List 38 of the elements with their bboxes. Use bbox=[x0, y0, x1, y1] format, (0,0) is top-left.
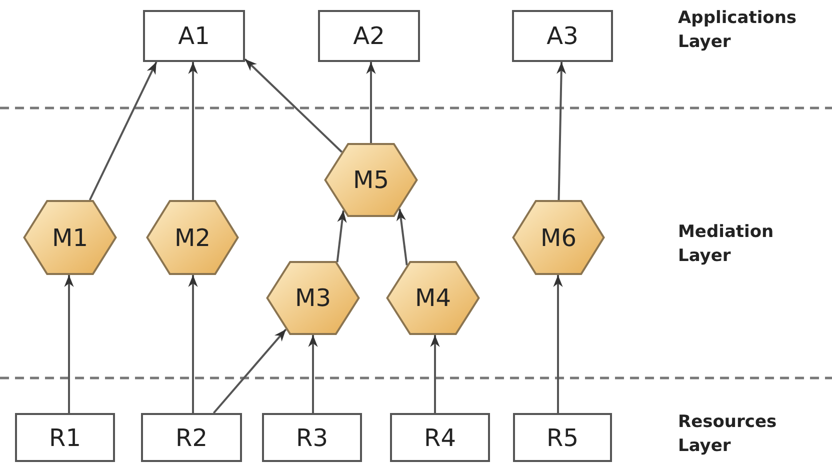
node-label: M3 bbox=[295, 286, 331, 310]
arrow bbox=[88, 62, 158, 200]
node-label: R1 bbox=[49, 426, 81, 450]
arrow bbox=[188, 275, 198, 413]
node-label: R3 bbox=[296, 426, 328, 450]
process-box bbox=[15, 413, 115, 462]
arrow bbox=[396, 208, 408, 266]
arrow bbox=[366, 62, 376, 143]
node-label: M2 bbox=[174, 226, 210, 250]
arrow bbox=[244, 58, 342, 153]
layer-label: Mediation Layer bbox=[678, 221, 775, 268]
process-box bbox=[390, 413, 490, 462]
process-box bbox=[141, 413, 242, 462]
arrow bbox=[430, 335, 440, 413]
arrow bbox=[553, 275, 563, 413]
arrow bbox=[336, 210, 347, 262]
process-box bbox=[318, 10, 420, 62]
arrow bbox=[556, 62, 566, 200]
node-label: M5 bbox=[353, 168, 389, 192]
process-box bbox=[512, 10, 613, 62]
arrow bbox=[212, 328, 287, 414]
node-label: M1 bbox=[52, 226, 88, 250]
node-label: R4 bbox=[424, 426, 456, 450]
layer-label: Applications Layer bbox=[678, 7, 798, 54]
process-box bbox=[513, 413, 612, 462]
node-label: M4 bbox=[415, 286, 451, 310]
arrow bbox=[308, 335, 318, 413]
node-label: A1 bbox=[178, 24, 210, 48]
process-box bbox=[143, 10, 245, 62]
node-label: A2 bbox=[353, 24, 385, 48]
node-label: A3 bbox=[546, 24, 578, 48]
arrow bbox=[188, 62, 198, 200]
arrow bbox=[64, 275, 74, 413]
node-label: M6 bbox=[540, 226, 576, 250]
node-label: R2 bbox=[176, 426, 208, 450]
node-label: R5 bbox=[546, 426, 578, 450]
layer-label: Resources Layer bbox=[678, 411, 778, 458]
process-box bbox=[262, 413, 362, 462]
